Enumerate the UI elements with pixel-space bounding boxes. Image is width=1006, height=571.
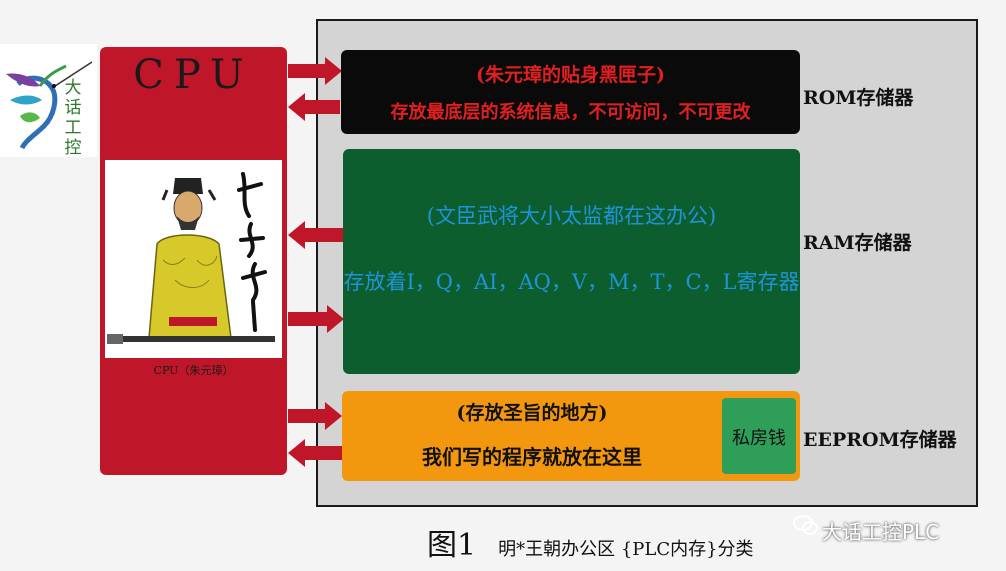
eeprom-title: (存放圣旨的地方) xyxy=(456,402,608,424)
logo: 大话工控 xyxy=(0,44,97,158)
logo-text: 大话工控 xyxy=(64,78,82,158)
private-money-box xyxy=(722,398,796,474)
ram-title: (文臣武将大小太监都在这办公) xyxy=(426,204,717,228)
hummingbird-logo-icon xyxy=(6,61,93,150)
watermark-text: 大话工控PLC xyxy=(822,520,940,544)
portrait-caption: CPU（朱元璋） xyxy=(153,364,234,377)
emperor-figure-icon xyxy=(105,160,282,358)
caption-text: 明*王朝办公区 {PLC内存}分类 xyxy=(498,539,754,560)
private-money-label: 私房钱 xyxy=(732,428,786,449)
cpu-title: CPU xyxy=(133,52,254,98)
arrow-left-ram xyxy=(288,221,343,249)
emperor-portrait xyxy=(105,160,282,358)
caption-figure-number: 图1 xyxy=(427,528,477,563)
arrow-right-ram xyxy=(288,305,344,333)
ram-box xyxy=(343,149,800,374)
ram-label: RAM存储器 xyxy=(803,232,912,254)
eeprom-label: EEPROM存储器 xyxy=(803,429,957,451)
arrow-left-eeprom xyxy=(288,439,342,467)
rom-description: 存放最底层的系统信息，不可访问，不可更改 xyxy=(390,102,751,123)
rom-label: ROM存储器 xyxy=(803,87,914,109)
arrow-right-rom xyxy=(288,57,342,85)
wechat-icon xyxy=(793,515,818,535)
figure-caption: 图1 明*王朝办公区 {PLC内存}分类 xyxy=(427,520,754,564)
arrow-right-eeprom xyxy=(288,402,342,430)
ram-description: 存放着I，Q，AI，AQ，V，M，T，C，L寄存器 xyxy=(343,270,800,294)
eeprom-description: 我们写的程序就放在这里 xyxy=(422,445,642,469)
arrow-left-rom xyxy=(288,93,340,121)
rom-box xyxy=(341,50,800,134)
rom-title: (朱元璋的贴身黑匣子) xyxy=(476,64,665,86)
